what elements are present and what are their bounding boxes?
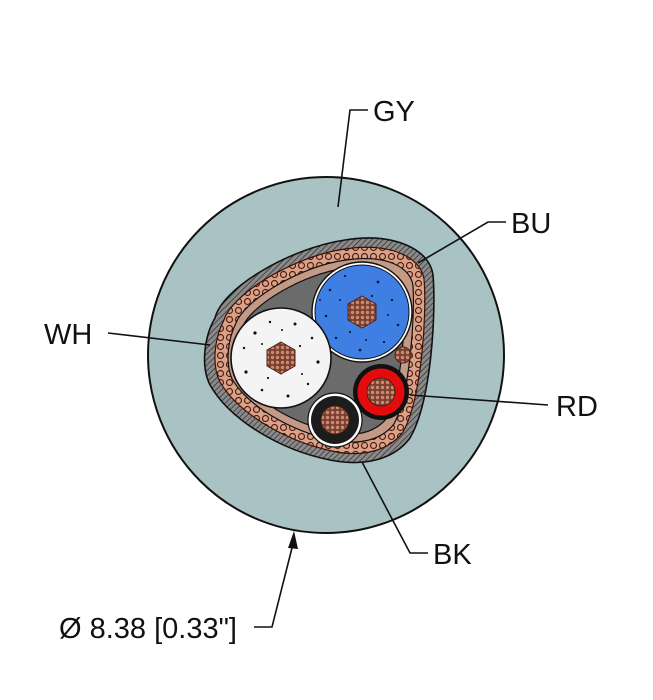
leader-line-gy	[337, 109, 368, 208]
drain-wire	[394, 346, 412, 364]
leader-line-rd	[409, 394, 549, 406]
dimension-arrow	[254, 531, 298, 628]
conductor-black	[307, 392, 363, 448]
leader-line-bk	[361, 461, 428, 554]
conductor-blue	[311, 261, 413, 363]
label-bu: BU	[511, 208, 551, 240]
conductor-white	[230, 307, 332, 409]
conductor-red	[353, 364, 409, 420]
leader-line-bu	[417, 221, 506, 264]
label-gy: GY	[373, 96, 415, 128]
label-wh: WH	[44, 319, 92, 351]
label-bk: BK	[433, 539, 472, 571]
label-rd: RD	[556, 391, 598, 423]
diameter-dimension-label: Ø 8.38 [0.33"]	[59, 613, 237, 645]
leader-line-wh	[107, 332, 211, 346]
